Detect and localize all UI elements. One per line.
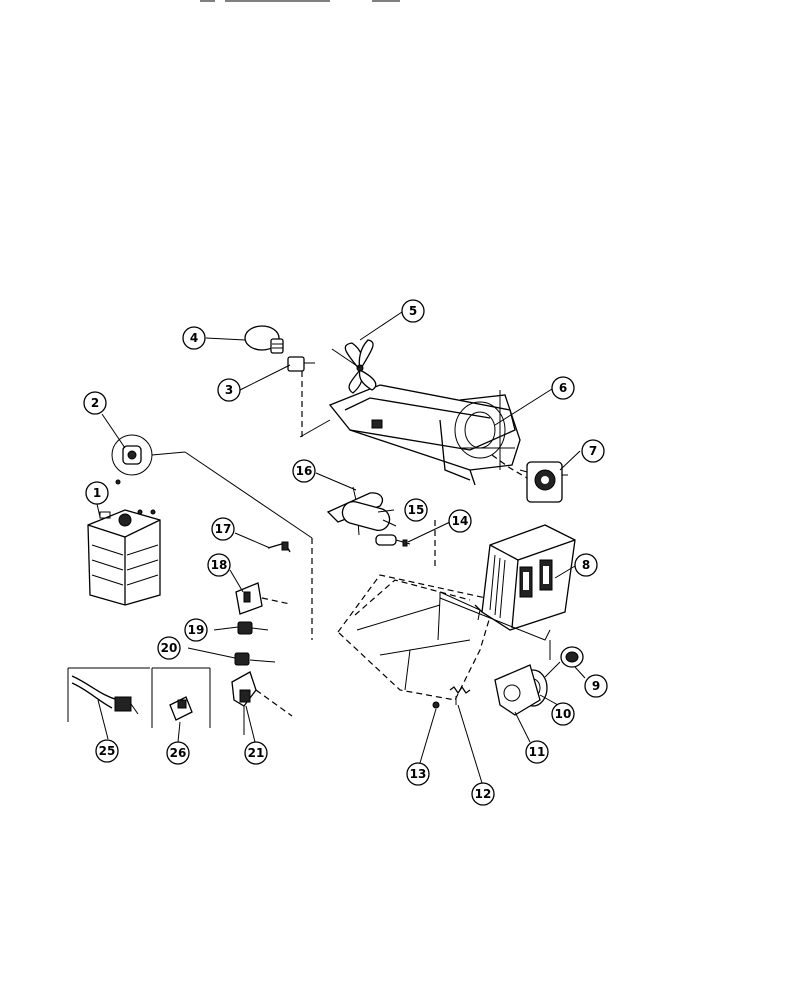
magnetron-part bbox=[87, 479, 161, 606]
power-cord-part bbox=[67, 667, 150, 722]
callout-25-number: 25 bbox=[99, 744, 116, 758]
callout-17: 17 bbox=[211, 517, 235, 541]
leader-lines bbox=[96, 311, 586, 784]
callout-16: 16 bbox=[292, 459, 316, 483]
callout-13: 13 bbox=[406, 762, 430, 786]
callout-15-number: 15 bbox=[408, 503, 425, 517]
switch-19-part bbox=[237, 621, 269, 635]
lamp-bulb-part bbox=[244, 325, 284, 354]
knob-part bbox=[560, 646, 584, 668]
callout-18: 18 bbox=[207, 553, 231, 577]
callout-8-number: 8 bbox=[582, 558, 590, 572]
callout-19: 19 bbox=[184, 618, 208, 642]
callout-5-number: 5 bbox=[409, 304, 417, 318]
callout-18-number: 18 bbox=[211, 558, 228, 572]
callout-5: 5 bbox=[401, 299, 425, 323]
callout-11-number: 11 bbox=[529, 745, 546, 759]
timer-bracket-part bbox=[494, 640, 551, 716]
callout-6: 6 bbox=[551, 376, 575, 400]
spring-part bbox=[449, 685, 471, 705]
callout-11: 11 bbox=[525, 740, 549, 764]
callout-9: 9 bbox=[584, 674, 608, 698]
callout-13-number: 13 bbox=[410, 767, 427, 781]
lamp-socket-part bbox=[287, 356, 315, 437]
callout-7: 7 bbox=[581, 439, 605, 463]
callout-16-number: 16 bbox=[296, 464, 313, 478]
callout-10-number: 10 bbox=[555, 707, 572, 721]
terminal-block-part bbox=[151, 667, 211, 728]
diode-part bbox=[375, 520, 436, 570]
callout-21: 21 bbox=[244, 741, 268, 765]
callout-20-number: 20 bbox=[161, 641, 178, 655]
interlock-switch-part bbox=[235, 582, 291, 615]
thermal-cutout-part bbox=[111, 434, 313, 640]
fan-blade-part bbox=[331, 339, 377, 394]
callout-4-number: 4 bbox=[190, 331, 198, 345]
callout-10: 10 bbox=[551, 702, 575, 726]
callout-1-number: 1 bbox=[93, 486, 101, 500]
callout-21-number: 21 bbox=[248, 746, 265, 760]
callout-12-number: 12 bbox=[475, 787, 492, 801]
callout-17-number: 17 bbox=[215, 522, 232, 536]
callout-20: 20 bbox=[157, 636, 181, 660]
callout-3-number: 3 bbox=[225, 383, 233, 397]
callout-3: 3 bbox=[217, 378, 241, 402]
callout-14: 14 bbox=[448, 509, 472, 533]
capacitor-part bbox=[341, 500, 397, 532]
callout-25: 25 bbox=[95, 739, 119, 763]
clip-part bbox=[267, 541, 291, 553]
chassis-base bbox=[337, 574, 496, 701]
callout-19-number: 19 bbox=[188, 623, 205, 637]
callout-6-number: 6 bbox=[559, 381, 567, 395]
callout-7-number: 7 bbox=[589, 444, 597, 458]
callout-14-number: 14 bbox=[452, 514, 469, 528]
callout-2: 2 bbox=[83, 391, 107, 415]
callout-8: 8 bbox=[574, 553, 598, 577]
switch-20-part bbox=[234, 652, 276, 666]
screw-part bbox=[432, 701, 440, 709]
callout-4: 4 bbox=[182, 326, 206, 350]
callout-26-number: 26 bbox=[170, 746, 187, 760]
switch-bracket-part bbox=[231, 671, 293, 735]
callout-2-number: 2 bbox=[91, 396, 99, 410]
callouts: 1 2 3 4 5 6 7 8 9 10 11 12 13 14 15 16 1… bbox=[83, 299, 608, 806]
callout-12: 12 bbox=[471, 782, 495, 806]
fan-bracket-part bbox=[299, 384, 521, 486]
callout-15: 15 bbox=[404, 498, 428, 522]
fan-motor-part bbox=[491, 454, 568, 503]
callout-26: 26 bbox=[166, 741, 190, 765]
callout-1: 1 bbox=[85, 481, 109, 505]
callout-9-number: 9 bbox=[592, 679, 600, 693]
transformer-part bbox=[439, 524, 576, 641]
